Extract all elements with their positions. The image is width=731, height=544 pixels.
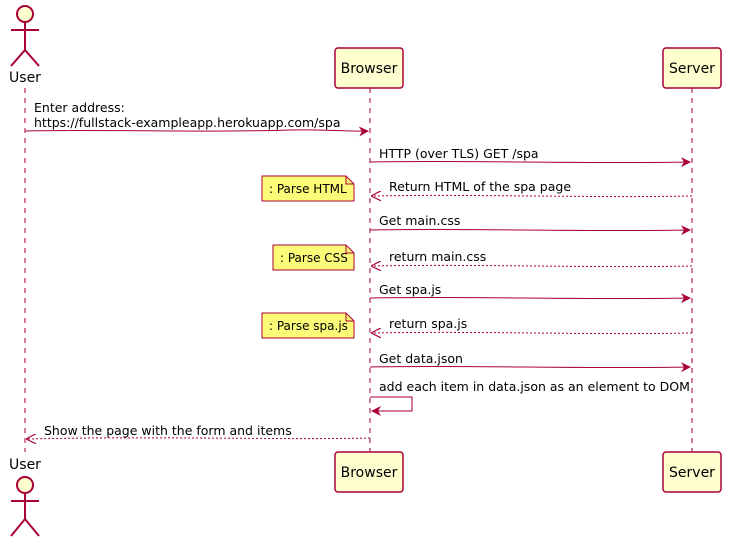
message-label: https://fullstack-exampleapp.herokuapp.c… <box>34 115 341 130</box>
message-label: Enter address: <box>34 100 125 115</box>
user-actor-bottom: User <box>9 457 41 537</box>
message-arrow <box>369 225 691 236</box>
note-text: : Parse CSS <box>280 251 348 265</box>
browser-participant-bottom: Browser <box>334 451 404 493</box>
message-return-spa-js: return spa.js <box>372 316 693 334</box>
note-parse-css: : Parse CSS <box>272 244 355 271</box>
user-actor-top: User <box>9 5 41 86</box>
message-arrow <box>369 293 691 304</box>
message-show-page: Show the page with the form and items <box>27 423 371 439</box>
message-arrow <box>369 157 691 168</box>
server-participant-top: Server <box>662 47 722 89</box>
message-label: return main.css <box>389 249 486 264</box>
message-return-html: Return HTML of the spa page <box>372 179 693 197</box>
actor-head <box>16 5 34 23</box>
server-label-top: Server <box>669 61 715 77</box>
browser-participant-top: Browser <box>334 47 404 89</box>
user-label-top: User <box>9 70 41 86</box>
note-parse-html: : Parse HTML <box>261 175 355 202</box>
server-label-bottom: Server <box>669 465 715 481</box>
message-get-spa: HTTP (over TLS) GET /spa <box>369 146 691 168</box>
message-get-spa-js: Get spa.js <box>369 282 691 304</box>
note-text: : Parse HTML <box>269 182 347 196</box>
message-label: add each item in data.json as an element… <box>379 379 690 394</box>
message-get-data-json: Get data.json <box>369 351 691 373</box>
message-return-main-css: return main.css <box>372 249 693 267</box>
message-arrow <box>372 332 693 333</box>
message-arrow <box>369 362 691 373</box>
browser-label-bottom: Browser <box>341 465 398 481</box>
user-label-bottom: User <box>9 457 41 473</box>
note-text: : Parse spa.js <box>269 319 348 333</box>
message-label: HTTP (over TLS) GET /spa <box>379 146 539 161</box>
message-label: Get spa.js <box>379 282 441 297</box>
message-arrow <box>372 195 693 196</box>
message-label: Show the page with the form and items <box>44 423 292 438</box>
note-parse-spa-js: : Parse spa.js <box>261 312 355 339</box>
message-enter-address: Enter address: https://fullstack-example… <box>24 100 369 137</box>
message-arrow <box>370 396 413 416</box>
message-arrow <box>372 265 693 266</box>
message-label: return spa.js <box>389 316 467 331</box>
server-participant-bottom: Server <box>662 451 722 493</box>
message-label: Get main.css <box>379 213 460 228</box>
message-label: Return HTML of the spa page <box>389 179 571 194</box>
message-label: Get data.json <box>379 351 463 366</box>
message-arrow <box>27 438 371 439</box>
actor-head <box>16 476 34 494</box>
message-arrow <box>24 126 369 137</box>
message-add-items-to-dom: add each item in data.json as an element… <box>370 379 690 416</box>
browser-label-top: Browser <box>341 61 398 77</box>
message-get-main-css: Get main.css <box>369 213 691 236</box>
